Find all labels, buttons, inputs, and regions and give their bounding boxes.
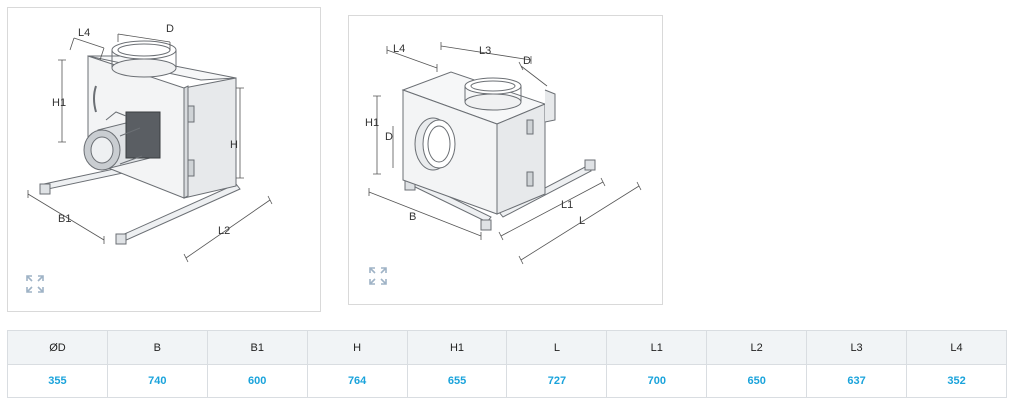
dim-label-l4: L4 xyxy=(78,27,90,39)
dim-label-d-side: D xyxy=(385,131,393,143)
product-drawing-2: L4 L3 D H1 D B L1 L xyxy=(348,15,663,305)
value-cell-l: 727 xyxy=(506,364,608,398)
dim-label-l4: L4 xyxy=(393,43,405,55)
header-cell-l1: L1 xyxy=(606,330,708,365)
dim-label-h: H xyxy=(230,139,238,151)
header-cell-h: H xyxy=(306,330,408,365)
expand-arrows-icon[interactable] xyxy=(25,274,45,294)
dim-label-l2: L2 xyxy=(218,225,230,237)
value-cell-l3: 637 xyxy=(806,364,908,398)
value-cell-h: 764 xyxy=(306,364,408,398)
header-cell-b1: B1 xyxy=(206,330,308,365)
header-cell-h1: H1 xyxy=(406,330,508,365)
header-cell-b: B xyxy=(106,330,208,365)
value-cell-b: 740 xyxy=(106,364,208,398)
value-cell-l4: 352 xyxy=(906,364,1007,398)
dim-label-h1: H1 xyxy=(52,97,66,109)
dim-label-l: L xyxy=(579,215,585,227)
dimensions-value-row: 355 740 600 764 655 727 700 650 637 352 xyxy=(7,364,1007,398)
dimensions-header-row: ØD B B1 H H1 L L1 L2 L3 L4 xyxy=(7,330,1007,365)
dim-label-b1: B1 xyxy=(58,213,71,225)
dim-label-h1: H1 xyxy=(365,117,379,129)
dim-label-d-top: D xyxy=(523,55,531,67)
fan-box-with-motor-drawing: D L4 H1 H B1 L2 xyxy=(27,23,273,263)
value-cell-h1: 655 xyxy=(406,364,508,398)
header-cell-l3: L3 xyxy=(806,330,908,365)
fan-box-side-inlet-drawing: L4 L3 D H1 D B L1 L xyxy=(365,42,642,265)
dim-label-d: D xyxy=(166,23,174,35)
expand-arrows-icon[interactable] xyxy=(368,266,388,286)
header-cell-od: ØD xyxy=(7,330,108,365)
dim-label-l3: L3 xyxy=(479,45,491,57)
dimensions-table: ØD B B1 H H1 L L1 L2 L3 L4 355 740 600 7… xyxy=(7,330,1007,398)
header-cell-l: L xyxy=(506,330,608,365)
value-cell-b1: 600 xyxy=(206,364,308,398)
value-cell-od: 355 xyxy=(7,364,108,398)
header-cell-l2: L2 xyxy=(706,330,808,365)
dim-label-b: B xyxy=(409,211,416,223)
value-cell-l1: 700 xyxy=(606,364,708,398)
header-cell-l4: L4 xyxy=(906,330,1007,365)
dim-label-l1: L1 xyxy=(561,199,573,211)
product-drawing-1: D L4 H1 H B1 L2 xyxy=(7,7,321,312)
value-cell-l2: 650 xyxy=(706,364,808,398)
